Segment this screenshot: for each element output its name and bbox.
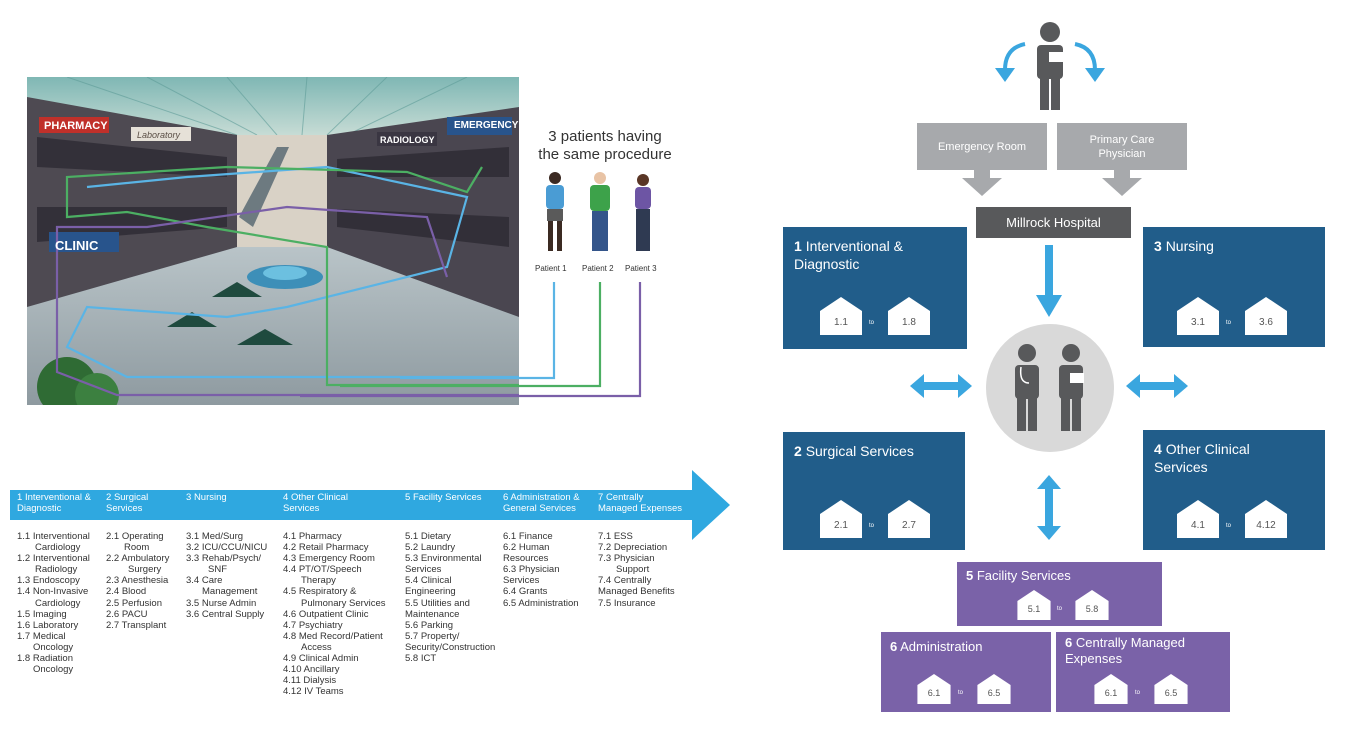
house-icon <box>888 500 930 538</box>
patient-2-label: Patient 2 <box>582 264 614 273</box>
hospital-mall-illustration <box>27 77 519 405</box>
house-icon <box>1245 500 1287 538</box>
house-icon <box>1094 674 1128 704</box>
patient-1-label: Patient 1 <box>535 264 567 273</box>
house-icon <box>1017 590 1051 620</box>
gray-down-arrows <box>962 168 1142 196</box>
millrock-hospital-box: Millrock Hospital <box>976 207 1131 238</box>
house-icon <box>917 674 951 704</box>
emergency-room-box: Emergency Room <box>917 123 1047 170</box>
banner-header-3: 3 Nursing <box>186 492 227 503</box>
category-box-3: 3 Nursing 3.1 to 3.6 <box>1143 227 1325 347</box>
category-box-5: 5 Facility Services 5.1 to 5.8 <box>957 562 1162 626</box>
sign-pharmacy: PHARMACY <box>44 120 108 132</box>
category-box-6: 6 Administration 6.1 to 6.5 <box>881 632 1051 712</box>
patient-figures <box>546 172 651 251</box>
patient-physician-circle <box>986 324 1114 452</box>
house-icon <box>1154 674 1188 704</box>
vertical-double-arrow <box>1037 475 1061 540</box>
patient-2-figure <box>590 172 610 251</box>
patient-3-figure <box>635 174 651 251</box>
house-icon <box>888 297 930 335</box>
house-icon <box>1177 297 1219 335</box>
banner-header-6: 6 Administration &General Services <box>503 492 580 514</box>
hospital-down-arrow <box>1036 245 1062 317</box>
cost-center-banner-arrow <box>10 470 730 540</box>
house-icon <box>1245 297 1287 335</box>
category-box-1: 1 Interventional &Diagnostic 1.1 to 1.8 <box>783 227 967 349</box>
banner-header-5: 5 Facility Services <box>405 492 482 503</box>
sign-laboratory: Laboratory <box>137 130 181 140</box>
sign-clinic: CLINIC <box>55 238 99 253</box>
house-icon <box>977 674 1011 704</box>
patient-path-connectors <box>300 282 642 398</box>
house-icon <box>820 500 862 538</box>
patient-3-label: Patient 3 <box>625 264 657 273</box>
house-icon <box>1177 500 1219 538</box>
house-icon <box>820 297 862 335</box>
banner-header-1: 1 Interventional &Diagnostic <box>17 492 91 514</box>
right-double-arrow <box>1126 374 1188 398</box>
sign-radiology: RADIOLOGY <box>380 135 435 145</box>
patient-1-figure <box>546 172 564 251</box>
left-double-arrow <box>910 374 972 398</box>
house-icon <box>1075 590 1109 620</box>
sign-emergency: EMERGENCY <box>454 120 519 131</box>
patients-title: 3 patients having the same procedure <box>538 128 672 163</box>
category-box-2: 2 Surgical Services 2.1 to 2.7 <box>783 432 965 550</box>
patient-top-icon <box>995 22 1105 110</box>
